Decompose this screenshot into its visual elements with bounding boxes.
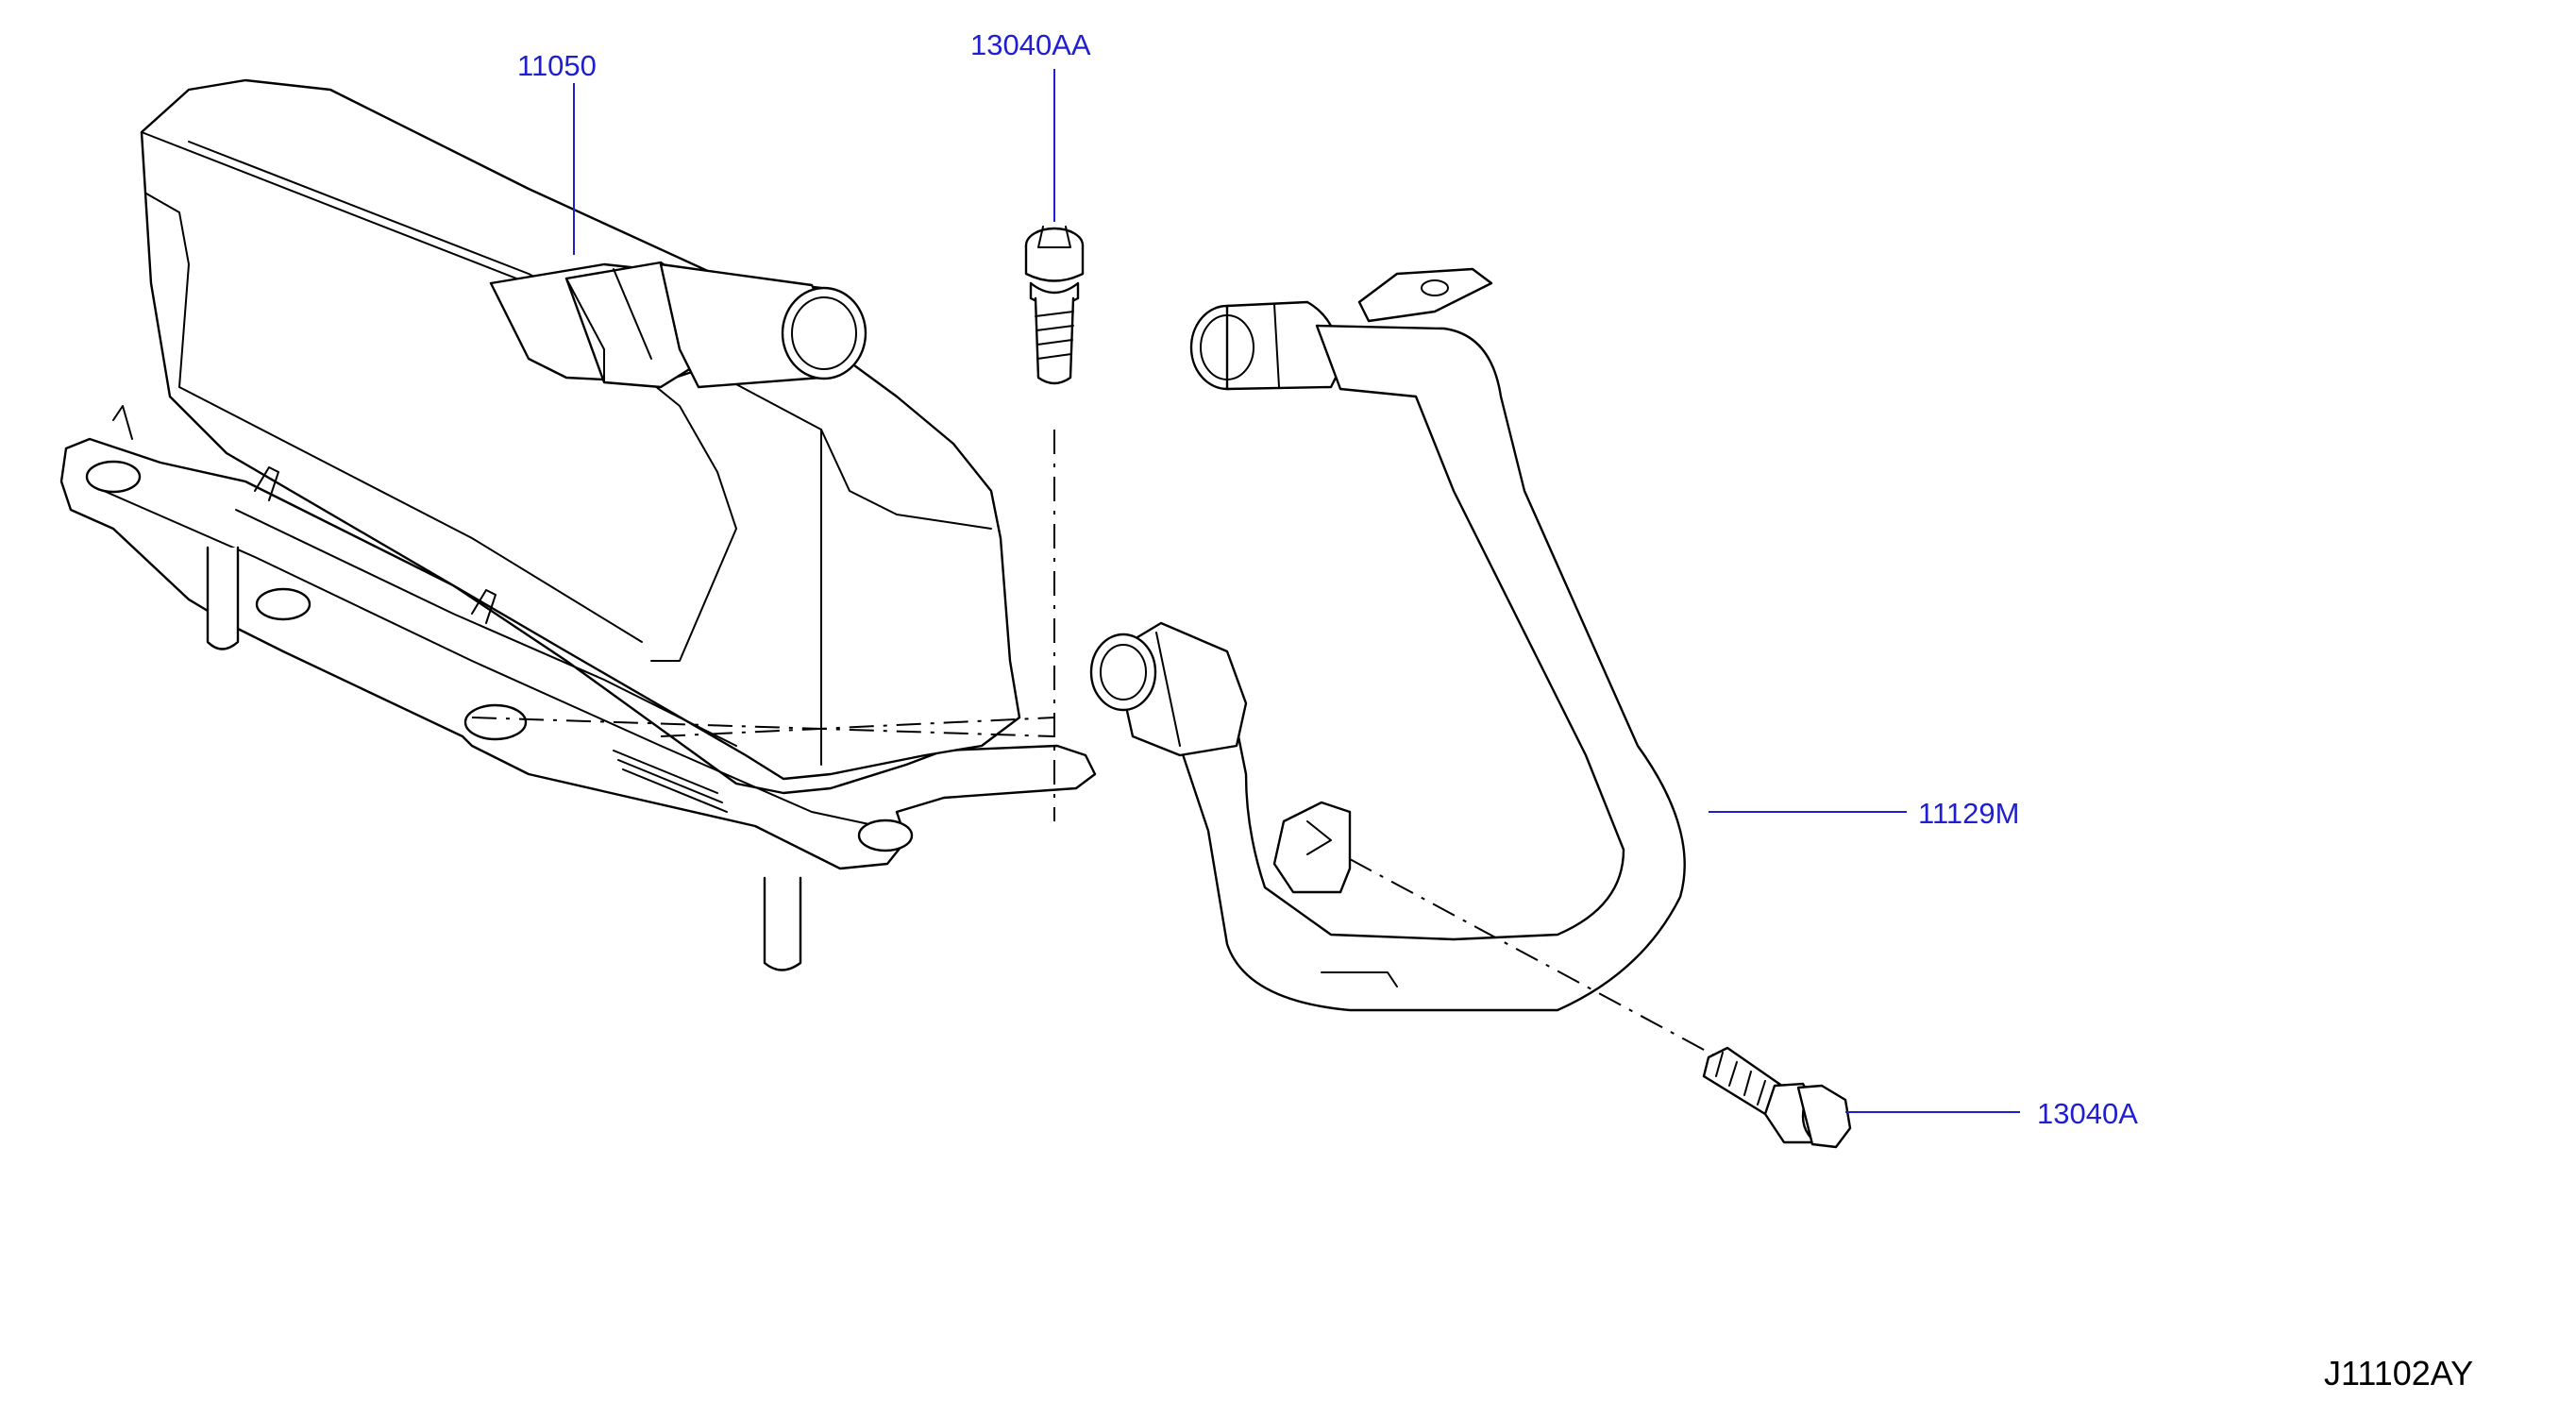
axis-line-lower-bolt: [1349, 858, 1719, 1058]
bolt-bottom: [1702, 1046, 1852, 1149]
callout-13040AA: 13040AA: [970, 28, 1091, 61]
callout-11050: 11050: [517, 49, 597, 82]
breather-hose: [1089, 267, 1686, 1012]
bolt-top: [1024, 226, 1085, 821]
figure-code: J11102AY: [2324, 1354, 2473, 1393]
oil-separator-housing: [59, 78, 1097, 971]
callout-13040A: 13040A: [2037, 1097, 2138, 1130]
callout-11129M: 11129M: [1918, 797, 2019, 830]
axis-line-right: [660, 717, 1055, 737]
axis-line-left: [471, 717, 1055, 737]
